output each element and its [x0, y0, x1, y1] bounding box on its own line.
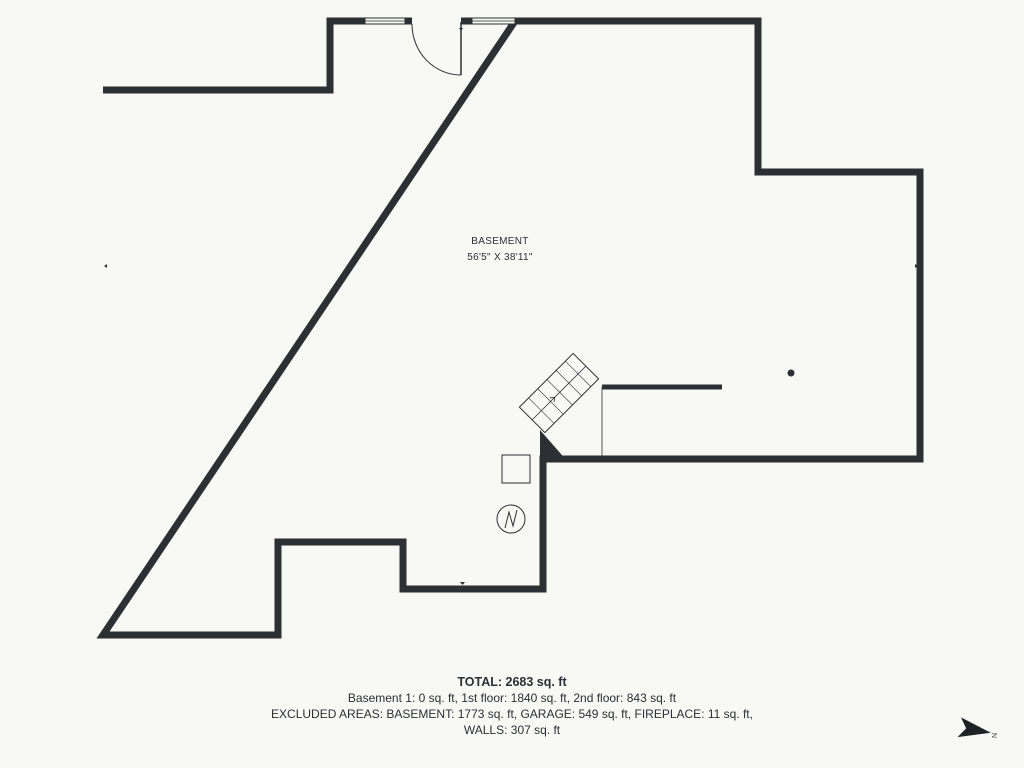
compass-arrow-icon	[957, 717, 991, 738]
window-left	[364, 17, 406, 25]
water-heater-icon	[496, 504, 526, 534]
exterior-wall	[96, 17, 924, 639]
compass-north-label: N	[992, 732, 1000, 739]
dimension-marker-left	[104, 264, 107, 268]
dimension-marker-right	[915, 264, 918, 268]
stairs-icon	[518, 352, 600, 434]
wall-corner-wedge	[540, 430, 568, 462]
electrical-panel-icon	[501, 454, 531, 484]
dimension-marker-bottom	[460, 582, 465, 585]
excluded-areas: EXCLUDED AREAS: BASEMENT: 1773 sq. ft, G…	[271, 707, 753, 721]
area-summary: TOTAL: 2683 sq. ft Basement 1: 0 sq. ft,…	[212, 674, 812, 738]
room-name: BASEMENT	[471, 236, 529, 247]
total-area: TOTAL: 2683 sq. ft	[457, 675, 567, 689]
door-swing-icon	[411, 18, 463, 76]
room-dimensions: 56'5" X 38'11"	[467, 252, 533, 263]
floor-areas: Basement 1: 0 sq. ft, 1st floor: 1840 sq…	[347, 691, 677, 705]
walls-area: WALLS: 307 sq. ft	[463, 723, 561, 737]
support-column-icon	[787, 369, 795, 377]
window-right	[471, 17, 516, 25]
